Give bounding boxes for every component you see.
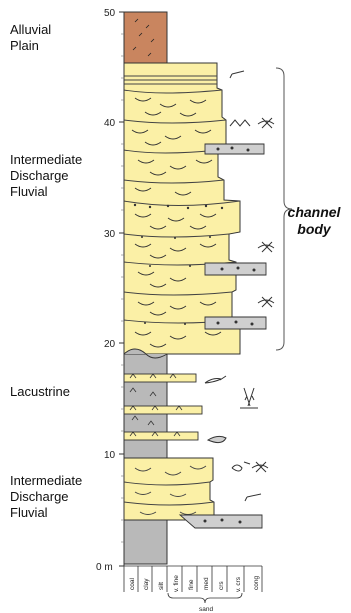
sand-label: sand: [199, 606, 213, 613]
depth-axis: [119, 12, 124, 566]
depth-tick-40: 40: [104, 118, 116, 129]
sand-bracket: [168, 593, 242, 603]
grain-cong: cong: [253, 576, 260, 590]
grain-med: med: [203, 577, 210, 590]
grain-silt: silt: [158, 582, 165, 590]
depth-tick-30: 30: [104, 229, 116, 240]
grain-crs: crs: [218, 581, 225, 590]
alluvial-plain-bed: [124, 12, 167, 63]
grain-vcrs: v. crs: [235, 576, 242, 592]
facies-label-lacustrine: Lacustrine: [10, 384, 70, 400]
grain-vfine: v. fine: [173, 575, 180, 592]
grain-clay: clay: [143, 578, 150, 590]
channel-body-label: channel body: [284, 204, 344, 238]
grain-fine: fine: [188, 579, 195, 590]
facies-label-alluvial-plain: Alluvial Plain: [10, 22, 51, 54]
facies-label-intermediate-discharge-fluvial-upper: Intermediate Discharge Fluvial: [10, 152, 82, 200]
depth-tick-50: 50: [104, 8, 116, 19]
depth-tick-10: 10: [104, 450, 116, 461]
lower-fluvial-sandstones: [124, 458, 214, 520]
grain-coal: coal: [129, 578, 136, 590]
depth-tick-20: 20: [104, 339, 116, 350]
depth-tick-0: 0 m: [96, 562, 113, 573]
facies-label-intermediate-discharge-fluvial-lower: Intermediate Discharge Fluvial: [10, 473, 82, 521]
